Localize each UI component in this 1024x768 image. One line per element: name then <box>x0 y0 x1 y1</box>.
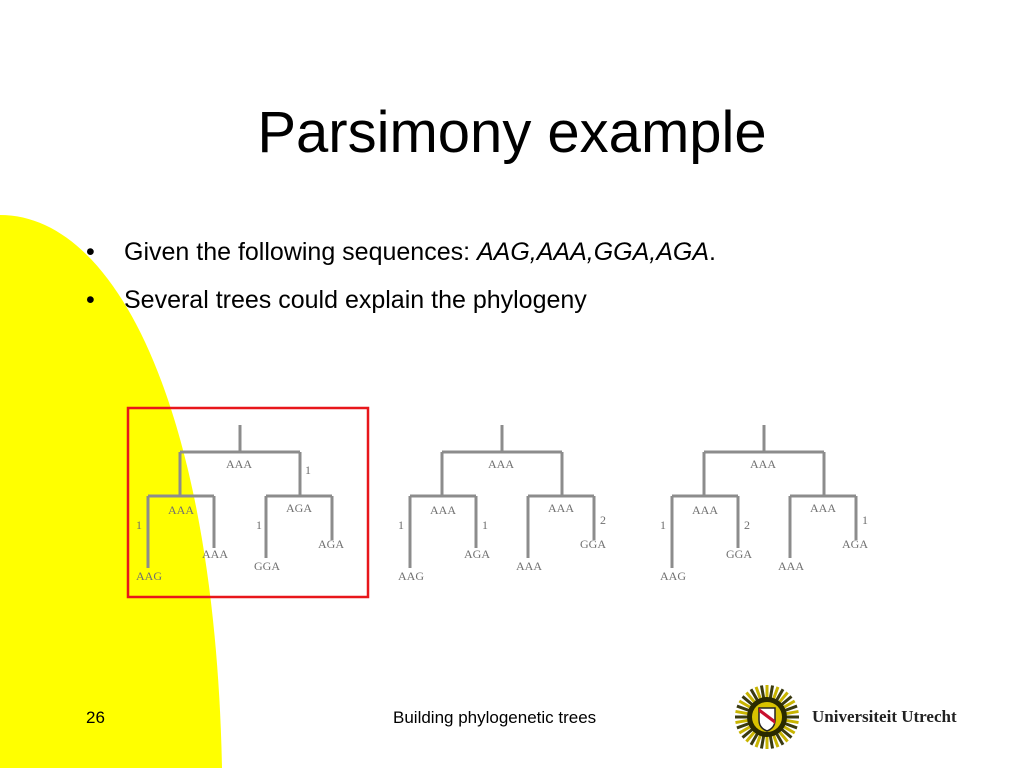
seal-ray <box>749 732 759 746</box>
bullet-suffix: . <box>709 238 716 266</box>
university-name: Universiteit Utrecht <box>812 707 957 726</box>
leaf-label: AAG <box>398 569 424 583</box>
seal-ray <box>738 725 752 735</box>
seal-ray <box>745 730 756 743</box>
university-logo: Universiteit Utrecht <box>734 684 957 750</box>
leaf-label: GGA <box>254 559 280 573</box>
root-label: AAA <box>488 457 514 471</box>
right-node-label: AAA <box>548 501 574 515</box>
leaf-label: AAG <box>136 569 162 583</box>
highlight-frame <box>126 406 370 599</box>
seal-ray <box>745 691 756 704</box>
leaf-label: AGA <box>464 547 490 561</box>
bullet-list: • Given the following sequences: AAG,AAA… <box>86 228 716 324</box>
root-cost: 1 <box>305 463 311 477</box>
right-node-label: AGA <box>286 501 312 515</box>
seal-ray <box>784 722 798 730</box>
seal-ray <box>782 699 796 709</box>
leaf-label: AAA <box>202 547 228 561</box>
leaf-cost: 1 <box>398 518 404 532</box>
seal-ray <box>782 725 796 735</box>
university-seal-icon <box>735 685 799 749</box>
leaf-cost: 1 <box>482 518 488 532</box>
bullet-item-2: • Several trees could explain the phylog… <box>86 276 716 324</box>
leaf-cost: 1 <box>660 518 666 532</box>
seal-ray <box>768 685 775 699</box>
bullet-text: Given the following sequences: AAG,AAA,G… <box>124 228 716 276</box>
seal-ray <box>759 685 766 699</box>
seal-ray <box>754 686 762 700</box>
leaf-cost: 2 <box>600 513 606 527</box>
seal-ray <box>772 734 780 748</box>
seal-ray <box>759 735 766 749</box>
footer-text: Building phylogenetic trees <box>393 708 597 727</box>
bullet-dot: • <box>86 286 95 314</box>
seal-ray <box>735 718 749 725</box>
seal-ray <box>784 704 798 712</box>
seal-ray <box>741 695 754 706</box>
seal-ray <box>772 686 780 700</box>
left-node-label: AAA <box>430 503 456 517</box>
seal-ray <box>778 691 789 704</box>
leaf-cost: 2 <box>744 518 750 532</box>
bullet-dot: • <box>86 238 95 266</box>
leaf-cost: 1 <box>862 513 868 527</box>
bullet-prefix: Given the following sequences: <box>124 238 477 266</box>
seal-ray <box>775 732 785 746</box>
seal-ray <box>785 709 799 716</box>
leaf-label: AGA <box>318 537 344 551</box>
root-label: AAA <box>226 457 252 471</box>
seal-ray <box>735 709 749 716</box>
seal-ray <box>754 734 762 748</box>
leaf-label: AAA <box>516 559 542 573</box>
leaf-cost: 1 <box>136 518 142 532</box>
seal-ray <box>736 722 750 730</box>
seal-ray <box>738 699 752 709</box>
seal-ray <box>741 728 754 739</box>
bullet-sequences: AAG,AAA,GGA,AGA <box>477 238 710 266</box>
seal-ray <box>780 695 793 706</box>
right-node-label: AAA <box>810 501 836 515</box>
seal-ray <box>780 728 793 739</box>
seal-ray <box>778 730 789 743</box>
leaf-label: AGA <box>842 537 868 551</box>
seal-ray <box>785 718 799 725</box>
leaf-label: GGA <box>580 537 606 551</box>
leaf-label: GGA <box>726 547 752 561</box>
leaf-label: AAA <box>778 559 804 573</box>
seal-ray <box>775 688 785 702</box>
slide-title: Parsimony example <box>257 100 767 165</box>
yellow-arc <box>0 215 222 768</box>
left-node-label: AAA <box>168 503 194 517</box>
seal-ray <box>768 735 775 749</box>
bullet-text: Several trees could explain the phylogen… <box>124 276 587 324</box>
seal-ray <box>736 704 750 712</box>
bullet-item-1: • Given the following sequences: AAG,AAA… <box>86 228 716 276</box>
left-node-label: AAA <box>692 503 718 517</box>
seal-ray <box>749 688 759 702</box>
leaf-cost: 1 <box>256 518 262 532</box>
leaf-label: AAG <box>660 569 686 583</box>
root-label: AAA <box>750 457 776 471</box>
page-number: 26 <box>86 708 105 727</box>
bullet-prefix: Several trees could explain the phylogen… <box>124 286 587 314</box>
